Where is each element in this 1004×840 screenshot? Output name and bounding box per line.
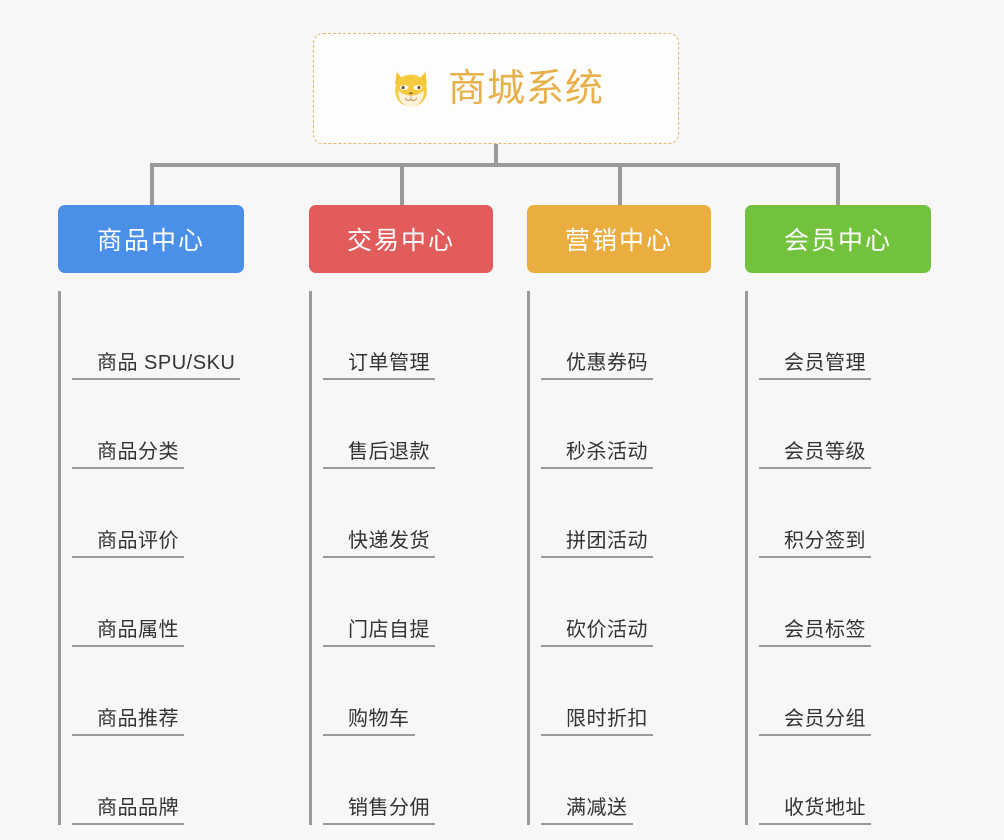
leaf-underline (323, 823, 435, 825)
root-title: 商城系统 (447, 67, 604, 110)
leaf-label: 秒杀活动 (566, 441, 648, 463)
leaf-label: 会员管理 (784, 352, 866, 374)
leaf-underline (759, 734, 871, 736)
leaf-underline (541, 823, 633, 825)
leaf-underline (759, 823, 871, 825)
leaf-label: 商品品牌 (97, 797, 179, 819)
list-item[interactable]: 快递发货 (323, 469, 493, 558)
leaf-label: 拼团活动 (566, 530, 648, 552)
list-item[interactable]: 门店自提 (323, 558, 493, 647)
leaf-underline (323, 734, 415, 736)
list-item[interactable]: 会员等级 (759, 380, 931, 469)
list-item[interactable]: 商品 SPU/SKU (72, 291, 244, 380)
list-item[interactable]: 销售分佣 (323, 736, 493, 825)
list-item[interactable]: 会员管理 (759, 291, 931, 380)
branch-header-0[interactable]: 商品中心 (58, 205, 244, 273)
list-item[interactable]: 商品推荐 (72, 647, 244, 736)
branch-column-1: 交易中心 订单管理 售后退款 快递发货 门店自提 购物车 (309, 205, 493, 825)
list-item[interactable]: 商品评价 (72, 469, 244, 558)
leaf-underline (72, 556, 184, 558)
leaf-underline (72, 378, 240, 380)
list-item[interactable]: 砍价活动 (541, 558, 711, 647)
list-item[interactable]: 收货地址 (759, 736, 931, 825)
leaf-underline (323, 645, 435, 647)
leaf-underline (323, 556, 435, 558)
leaf-label: 商品推荐 (97, 708, 179, 730)
list-item[interactable]: 限时折扣 (541, 647, 711, 736)
leaf-underline (72, 645, 184, 647)
branch-items-3: 会员管理 会员等级 积分签到 会员标签 会员分组 收货地址 (745, 291, 931, 825)
leaf-underline (72, 823, 184, 825)
leaf-underline (72, 734, 184, 736)
leaf-label: 门店自提 (348, 619, 430, 641)
branch-header-2[interactable]: 营销中心 (527, 205, 711, 273)
leaf-label: 限时折扣 (566, 708, 648, 730)
list-item[interactable]: 商品分类 (72, 380, 244, 469)
branch-header-label: 营销中心 (564, 227, 673, 255)
leaf-underline (541, 645, 653, 647)
branch-header-1[interactable]: 交易中心 (309, 205, 493, 273)
leaf-label: 购物车 (348, 708, 410, 730)
leaf-label: 砍价活动 (566, 619, 648, 641)
leaf-label: 优惠券码 (566, 352, 648, 374)
shiba-dog-icon (395, 71, 427, 106)
list-item[interactable]: 优惠券码 (541, 291, 711, 380)
list-item[interactable]: 会员分组 (759, 647, 931, 736)
leaf-label: 销售分佣 (348, 797, 430, 819)
leaf-label: 会员分组 (784, 708, 866, 730)
leaf-label: 会员标签 (784, 619, 866, 641)
list-item[interactable]: 秒杀活动 (541, 380, 711, 469)
branch-header-3[interactable]: 会员中心 (745, 205, 931, 273)
branch-items-2: 优惠券码 秒杀活动 拼团活动 砍价活动 限时折扣 满减送 (527, 291, 711, 825)
leaf-underline (541, 734, 653, 736)
connector-bar (150, 163, 840, 167)
leaf-label: 快递发货 (348, 530, 430, 552)
branch-column-3: 会员中心 会员管理 会员等级 积分签到 会员标签 会员分组 (745, 205, 931, 825)
list-item[interactable]: 满减送 (541, 736, 711, 825)
list-item[interactable]: 商品属性 (72, 558, 244, 647)
leaf-label: 商品评价 (97, 530, 179, 552)
branch-column-0: 商品中心 商品 SPU/SKU 商品分类 商品评价 商品属性 商品推荐 (58, 205, 244, 825)
leaf-label: 商品 SPU/SKU (97, 352, 236, 374)
list-item[interactable]: 会员标签 (759, 558, 931, 647)
branch-header-label: 交易中心 (346, 227, 455, 255)
leaf-underline (759, 556, 871, 558)
leaf-label: 收货地址 (784, 797, 866, 819)
leaf-underline (759, 467, 871, 469)
connector-stem (494, 144, 498, 165)
connector-drop-1 (400, 163, 404, 205)
root-node[interactable]: 商城系统 (313, 33, 679, 144)
leaf-underline (541, 467, 653, 469)
leaf-underline (541, 556, 653, 558)
leaf-underline (72, 467, 184, 469)
list-item[interactable]: 积分签到 (759, 469, 931, 558)
leaf-underline (323, 378, 435, 380)
leaf-label: 售后退款 (348, 441, 430, 463)
branch-header-label: 会员中心 (783, 227, 892, 255)
leaf-underline (323, 467, 435, 469)
leaf-label: 积分签到 (784, 530, 866, 552)
leaf-label: 满减送 (566, 797, 628, 819)
leaf-underline (759, 645, 871, 647)
list-item[interactable]: 商品品牌 (72, 736, 244, 825)
connector-drop-2 (618, 163, 622, 205)
branch-column-2: 营销中心 优惠券码 秒杀活动 拼团活动 砍价活动 限时折扣 (527, 205, 711, 825)
leaf-underline (759, 378, 871, 380)
leaf-underline (541, 378, 653, 380)
leaf-label: 商品属性 (97, 619, 179, 641)
list-item[interactable]: 售后退款 (323, 380, 493, 469)
connector-drop-3 (836, 163, 840, 205)
connector-drop-0 (150, 163, 154, 205)
list-item[interactable]: 拼团活动 (541, 469, 711, 558)
list-item[interactable]: 购物车 (323, 647, 493, 736)
branch-items-1: 订单管理 售后退款 快递发货 门店自提 购物车 销售分佣 (309, 291, 493, 825)
list-item[interactable]: 订单管理 (323, 291, 493, 380)
leaf-label: 订单管理 (348, 352, 430, 374)
leaf-label: 会员等级 (784, 441, 866, 463)
branch-header-label: 商品中心 (96, 227, 205, 255)
leaf-label: 商品分类 (97, 441, 179, 463)
branch-items-0: 商品 SPU/SKU 商品分类 商品评价 商品属性 商品推荐 商品品牌 (58, 291, 244, 825)
